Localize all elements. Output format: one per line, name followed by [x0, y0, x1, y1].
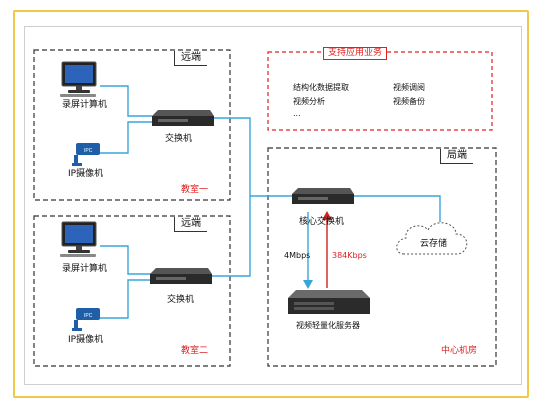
rate-up-label: 384Kbps — [332, 251, 367, 260]
camera-icon-bottom: IPC — [72, 308, 100, 331]
switch-icon-top — [152, 110, 214, 126]
server-label: 视频轻量化服务器 — [296, 321, 360, 330]
camera-icon-top: IPC — [72, 143, 100, 166]
rate-down-label: 4Mbps — [284, 251, 311, 260]
service-item-video-backup: 视频备份 — [393, 97, 425, 106]
remote-bottom-computer-label: 录屏计算机 — [62, 264, 108, 274]
link-core-cloud — [352, 195, 441, 222]
link-switch-bottom-core — [210, 196, 251, 277]
links-bottom — [100, 195, 441, 319]
remote-top-switch-label: 交换机 — [165, 134, 193, 144]
server-icon — [288, 290, 370, 314]
remote-top-camera-label: IP摄像机 — [68, 169, 104, 179]
service-item-structured-data: 结构化数据提取 — [293, 83, 349, 92]
computer-icon-bottom — [60, 221, 97, 257]
computer-icon-top — [60, 61, 97, 97]
remote-bottom-tag: 远端 — [174, 217, 207, 232]
core-switch-icon — [292, 188, 354, 204]
link-computer-switch-top — [100, 85, 152, 117]
center-box — [267, 147, 497, 367]
switch-icon-bottom — [150, 268, 212, 284]
camera-badge-bottom: IPC — [84, 313, 93, 319]
remote-top-computer-label: 录屏计算机 — [62, 100, 108, 110]
service-item-more: ... — [293, 109, 301, 118]
link-switch-top-core — [212, 117, 292, 197]
remote-top-room-label: 教室一 — [181, 185, 209, 195]
arrow-head-up — [322, 211, 332, 220]
remote-top-box — [33, 49, 231, 201]
center-room-label: 中心机房 — [441, 346, 478, 356]
cloud-icon — [396, 222, 468, 255]
links-top — [100, 85, 292, 197]
arrow-head-down — [303, 280, 313, 289]
service-item-video-playback: 视频调阅 — [393, 83, 425, 92]
link-computer-switch-bottom — [100, 245, 152, 275]
remote-bottom-room-label: 教室二 — [181, 346, 209, 356]
link-camera-switch-bottom — [100, 279, 152, 319]
core-switch-label: 核心交换机 — [299, 217, 345, 227]
camera-badge-top: IPC — [84, 148, 93, 154]
link-camera-switch-top — [100, 121, 152, 154]
center-tag: 局端 — [440, 149, 473, 164]
remote-bottom-camera-label: IP摄像机 — [68, 335, 104, 345]
service-item-video-analysis: 视频分析 — [293, 97, 325, 106]
remote-bottom-box — [33, 215, 231, 367]
remote-top-tag: 远端 — [174, 51, 207, 66]
cloud-label: 云存储 — [420, 239, 448, 249]
services-title: 支持应用业务 — [323, 47, 388, 60]
remote-bottom-switch-label: 交换机 — [167, 295, 195, 305]
